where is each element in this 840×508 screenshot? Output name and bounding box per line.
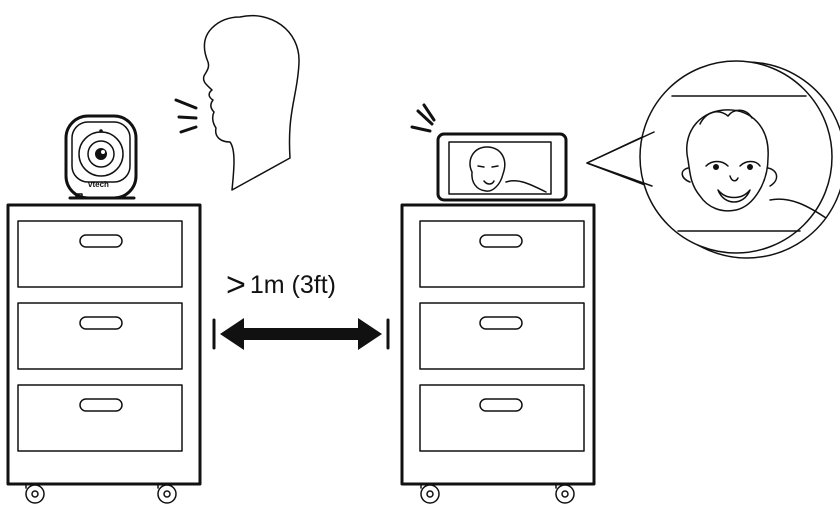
double-arrow-icon xyxy=(212,318,390,350)
left-cabinet-wheels xyxy=(25,483,177,504)
zoomed-baby-face xyxy=(681,109,827,219)
right-drawer-bottom xyxy=(419,384,585,452)
sound-waves-right xyxy=(410,103,436,133)
right-drawer-middle xyxy=(419,302,585,370)
sound-waves-left xyxy=(174,98,198,134)
camera-brand-label: vtech xyxy=(88,180,109,189)
right-cabinet-wheels xyxy=(420,483,575,504)
left-cabinet xyxy=(6,203,202,504)
baby-camera-icon xyxy=(64,114,138,200)
distance-label: >1m (3ft) xyxy=(226,268,336,302)
left-drawer-bottom xyxy=(17,384,183,452)
parent-monitor-icon xyxy=(410,103,568,202)
monitor-baby-face xyxy=(469,146,547,193)
left-drawer-middle xyxy=(17,302,183,370)
right-cabinet xyxy=(400,203,596,504)
left-drawer-top xyxy=(17,220,183,288)
right-drawer-top xyxy=(419,220,585,288)
distance-value: 1m (3ft) xyxy=(249,271,336,299)
greater-than-symbol: > xyxy=(226,266,246,304)
zoom-bubble xyxy=(586,60,840,259)
speaking-person-icon xyxy=(174,14,300,191)
